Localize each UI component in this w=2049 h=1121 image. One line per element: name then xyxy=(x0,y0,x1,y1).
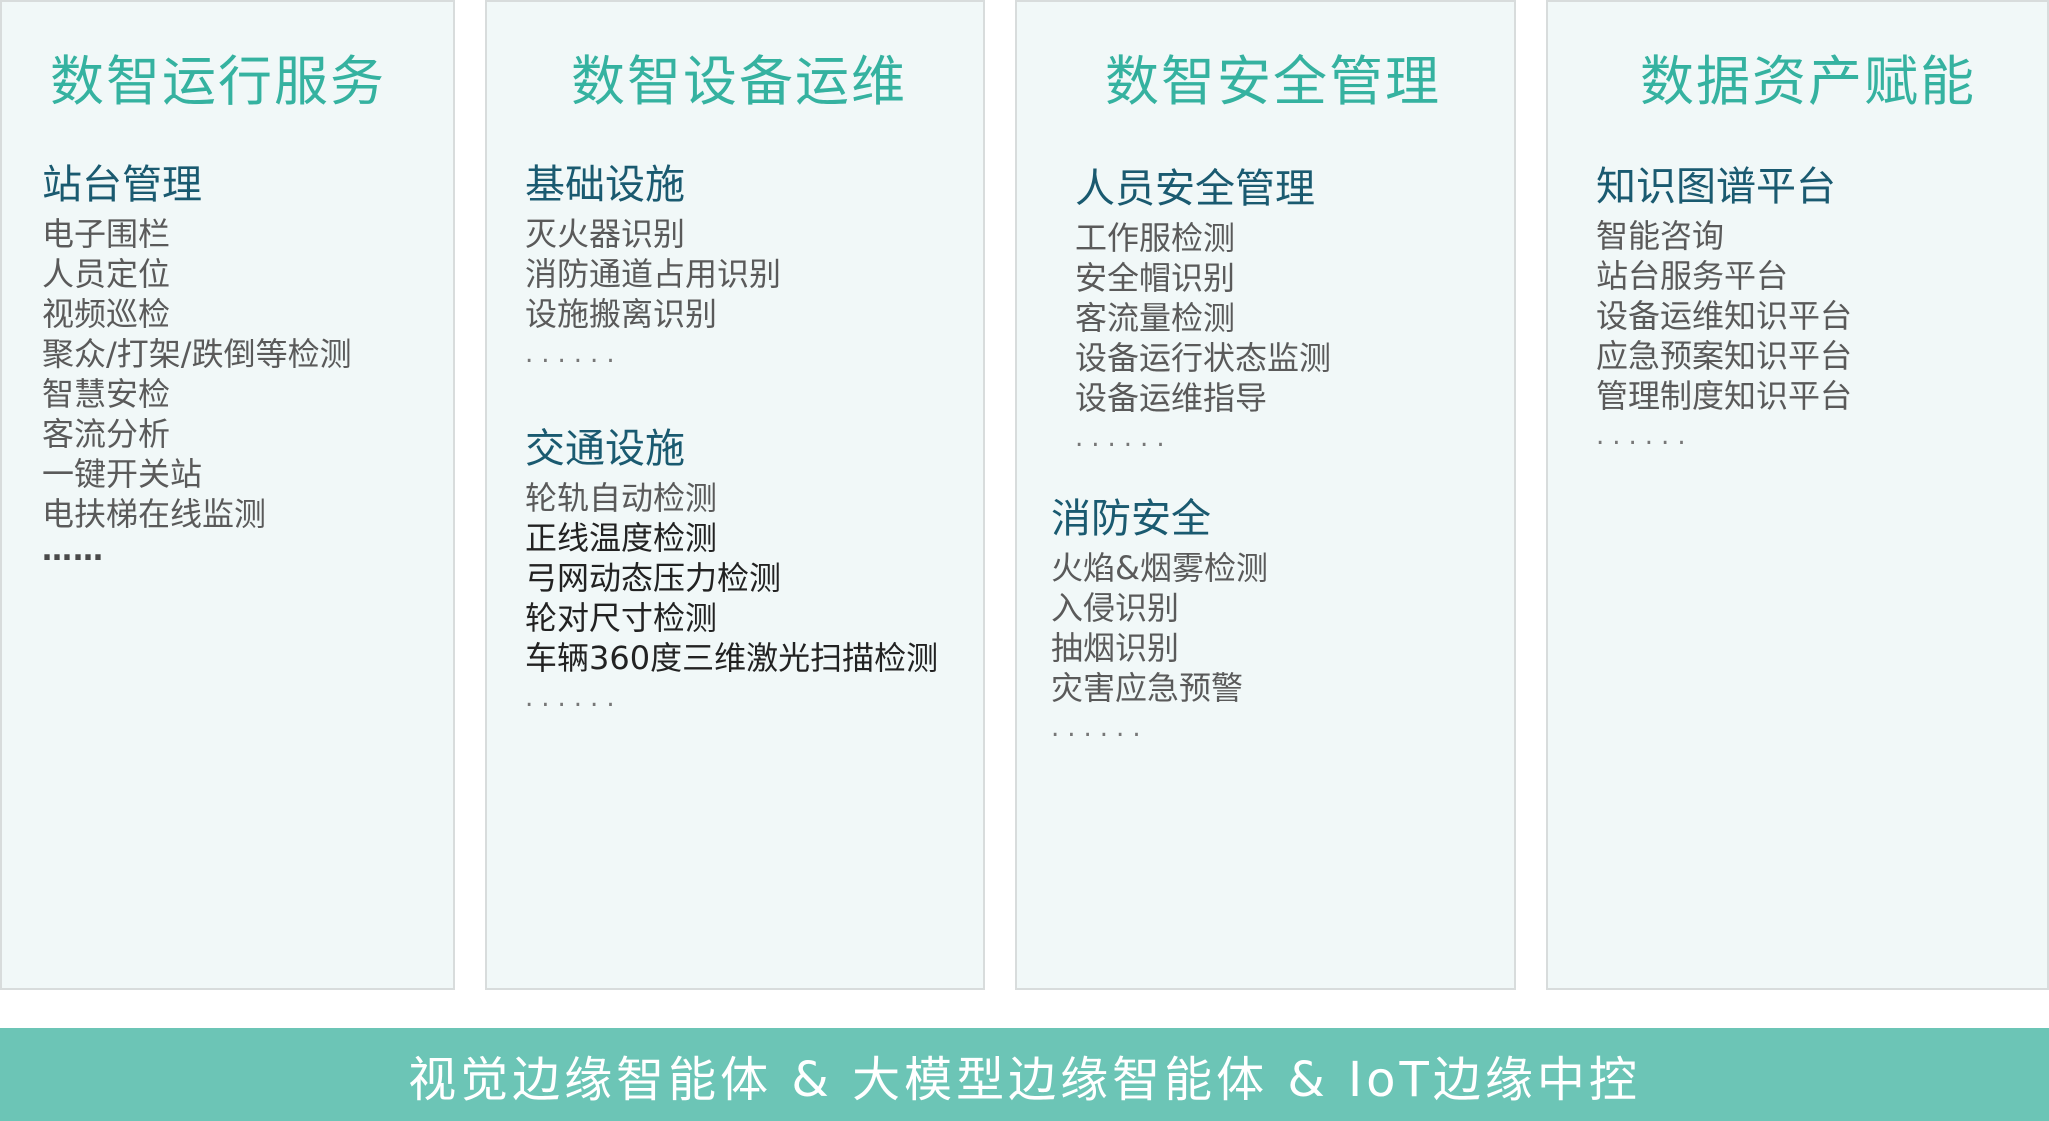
more-ellipsis: ...... xyxy=(525,683,623,713)
list-item: 正线温度检测 xyxy=(525,519,718,557)
list-item: 弓网动态压力检测 xyxy=(525,559,782,597)
column-data-assets: 数据资产赋能 知识图谱平台 智能咨询 站台服务平台 设备运维知识平台 应急预案知… xyxy=(1546,0,2049,990)
list-item: 视频巡检 xyxy=(42,295,171,333)
column-safety-management: 数智安全管理 人员安全管理 工作服检测 安全帽识别 客流量检测 设备运行状态监测… xyxy=(1015,0,1516,990)
column-title: 数据资产赋能 xyxy=(1640,50,1976,113)
group-title: 消防安全 xyxy=(1051,496,1211,542)
column-title: 数智设备运维 xyxy=(571,50,907,113)
list-item: 应急预案知识平台 xyxy=(1596,337,1853,375)
list-item: 消防通道占用识别 xyxy=(525,255,782,293)
group-personnel-safety: 人员安全管理 工作服检测 安全帽识别 客流量检测 设备运行状态监测 设备运维指导… xyxy=(1075,164,1331,458)
group-infrastructure: 基础设施 灭火器识别 消防通道占用识别 设施搬离识别 ...... xyxy=(525,160,781,374)
list-item: 管理制度知识平台 xyxy=(1596,377,1853,415)
group-title: 知识图谱平台 xyxy=(1596,164,1836,210)
list-item: 工作服检测 xyxy=(1075,219,1236,257)
list-item: 抽烟识别 xyxy=(1051,629,1180,667)
group-platform-management: 站台管理 电子围栏 人员定位 视频巡检 聚众/打架/跌倒等检测 智慧安检 客流分… xyxy=(42,160,352,568)
column-operation-services: 数智运行服务 站台管理 电子围栏 人员定位 视频巡检 聚众/打架/跌倒等检测 智… xyxy=(0,0,455,990)
list-item: 入侵识别 xyxy=(1051,589,1180,627)
list-item: 灾害应急预警 xyxy=(1051,669,1244,707)
list-item: 客流分析 xyxy=(42,415,171,453)
list-item: 电扶梯在线监测 xyxy=(42,495,267,533)
list-item: 安全帽识别 xyxy=(1075,259,1236,297)
group-fire-safety: 消防安全 火焰&烟雾检测 入侵识别 抽烟识别 灾害应急预警 ...... xyxy=(1051,494,1268,748)
group-title: 人员安全管理 xyxy=(1075,166,1315,212)
more-ellipsis: ...... xyxy=(1596,421,1694,451)
edge-agent-bar: 视觉边缘智能体 & 大模型边缘智能体 & IoT边缘中控 xyxy=(0,1028,2049,1121)
group-title: 站台管理 xyxy=(42,162,202,208)
list-item: 火焰&烟雾检测 xyxy=(1051,549,1268,587)
list-item: 客流量检测 xyxy=(1075,299,1236,337)
list-item: 智能咨询 xyxy=(1596,217,1725,255)
list-item: 设施搬离识别 xyxy=(525,295,718,333)
list-item: 灭火器识别 xyxy=(525,215,686,253)
column-title: 数智安全管理 xyxy=(1105,50,1441,113)
list-item: 设备运维知识平台 xyxy=(1596,297,1853,335)
group-knowledge-graph: 知识图谱平台 智能咨询 站台服务平台 设备运维知识平台 应急预案知识平台 管理制… xyxy=(1596,162,1852,456)
list-item: 一键开关站 xyxy=(42,455,203,493)
list-item: 电子围栏 xyxy=(42,215,171,253)
column-equipment-maintenance: 数智设备运维 基础设施 灭火器识别 消防通道占用识别 设施搬离识别 ......… xyxy=(485,0,985,990)
list-item: 设备运行状态监测 xyxy=(1075,339,1332,377)
list-item: 智慧安检 xyxy=(42,375,171,413)
group-transport-facilities: 交通设施 轮轨自动检测 正线温度检测 弓网动态压力检测 轮对尺寸检测 车辆360… xyxy=(525,424,938,718)
more-ellipsis: …… xyxy=(42,533,104,568)
list-item: 站台服务平台 xyxy=(1596,257,1789,295)
group-title: 基础设施 xyxy=(525,162,685,208)
more-ellipsis: ...... xyxy=(1051,713,1149,743)
more-ellipsis: ...... xyxy=(1075,423,1173,453)
list-item: 聚众/打架/跌倒等检测 xyxy=(42,335,352,373)
more-ellipsis: ...... xyxy=(525,339,623,369)
list-item: 车辆360度三维激光扫描检测 xyxy=(525,639,939,677)
list-item: 设备运维指导 xyxy=(1075,379,1268,417)
list-item: 轮轨自动检测 xyxy=(525,479,718,517)
column-title: 数智运行服务 xyxy=(50,50,386,113)
list-item: 轮对尺寸检测 xyxy=(525,599,718,637)
group-title: 交通设施 xyxy=(525,426,685,472)
edge-agent-label: 视觉边缘智能体 & 大模型边缘智能体 & IoT边缘中控 xyxy=(408,1051,1641,1108)
list-item: 人员定位 xyxy=(42,255,171,293)
